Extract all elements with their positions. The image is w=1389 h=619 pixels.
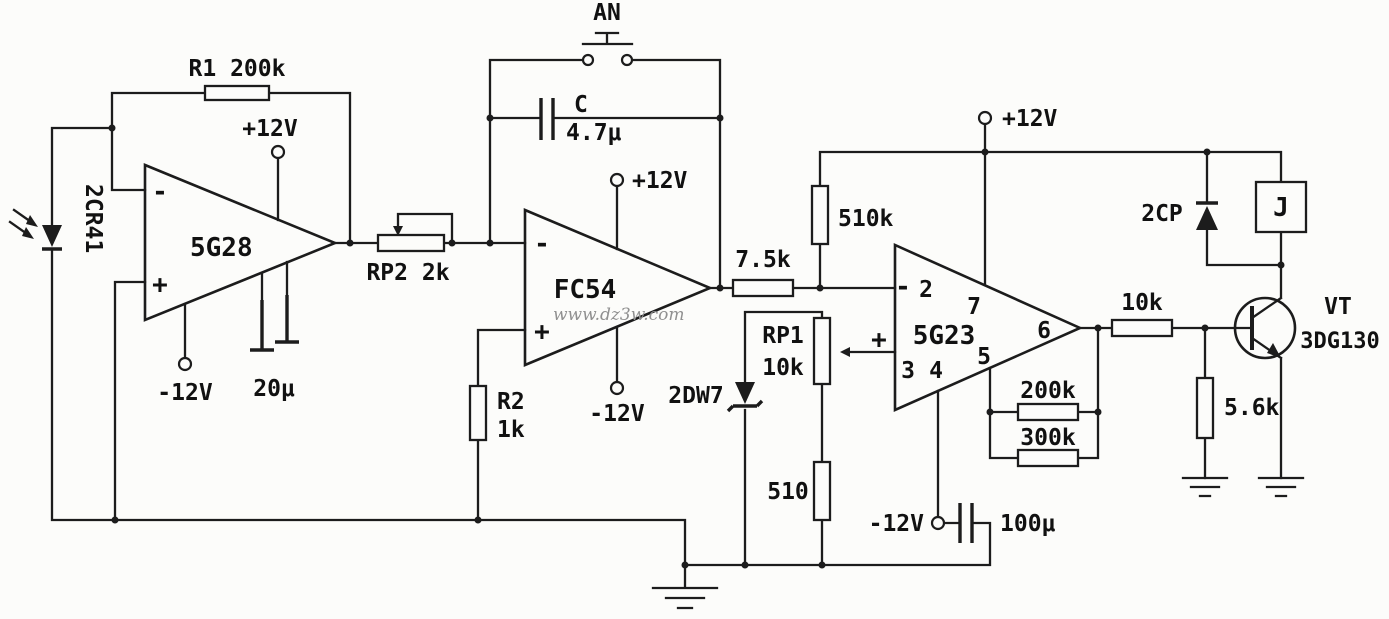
label-pin4: 4 bbox=[929, 358, 943, 384]
opamp-5g28-triangle bbox=[143, 163, 339, 322]
label-pin2: 2 bbox=[919, 277, 933, 303]
label-r300k: 300k bbox=[1020, 425, 1076, 451]
label-r200k: 200k bbox=[1020, 378, 1076, 404]
label-a1-minus: - bbox=[152, 177, 168, 207]
rp2-wiper-arrow bbox=[393, 226, 403, 236]
label-a2-minus: - bbox=[534, 229, 550, 259]
resistor-7k5 bbox=[731, 278, 795, 298]
terminal-plus12v-a1 bbox=[270, 144, 286, 160]
terminal-minus12v-a1 bbox=[177, 356, 193, 372]
rp1-wiper-arrow bbox=[840, 347, 850, 357]
label-an: AN bbox=[593, 0, 621, 26]
terminal-plus12v-a3 bbox=[977, 110, 993, 126]
label-r2-name: R2 bbox=[497, 389, 525, 415]
wire-network bbox=[50, 31, 1283, 588]
label-c20: 20μ bbox=[253, 376, 295, 402]
opamp-fc54-triangle bbox=[523, 208, 714, 367]
label-minus12v-a1: -12V bbox=[157, 380, 213, 406]
capacitor-100u bbox=[958, 503, 974, 543]
potentiometer-rp1 bbox=[812, 316, 832, 386]
label-opamp-5g28: 5G28 bbox=[190, 233, 253, 263]
label-c-val: 4.7μ bbox=[566, 120, 622, 146]
relay-box bbox=[1254, 180, 1308, 234]
label-a2-plus: + bbox=[534, 317, 550, 347]
ground-symbol-5k6 bbox=[1181, 476, 1229, 498]
label-plus12v-a1: +12V bbox=[242, 116, 298, 142]
label-pin6: 6 bbox=[1037, 318, 1051, 344]
label-c-name: C bbox=[574, 92, 588, 118]
label-zener: 2DW7 bbox=[668, 383, 723, 409]
label-vt-name: VT bbox=[1324, 294, 1352, 320]
resistor-510k bbox=[810, 184, 830, 246]
push-button-an bbox=[581, 53, 634, 67]
capacitor-c-4u7 bbox=[539, 98, 555, 140]
terminal-minus12v-a2 bbox=[609, 380, 625, 396]
resistor-510 bbox=[812, 460, 832, 522]
label-r75: 7.5k bbox=[735, 247, 791, 273]
label-opamp-fc54: FC54 bbox=[554, 275, 617, 305]
label-r56k: 5.6k bbox=[1224, 395, 1280, 421]
label-relay-j: J bbox=[1273, 193, 1289, 223]
junction-dots bbox=[108, 114, 1285, 569]
label-r2-val: 1k bbox=[497, 417, 525, 443]
ground-symbol-main bbox=[651, 586, 719, 610]
label-a3-minus: - bbox=[895, 272, 911, 302]
label-rp1-val: 10k bbox=[762, 355, 804, 381]
label-vt-val: 3DG130 bbox=[1300, 329, 1379, 354]
watermark-text: www.dz3w.com bbox=[553, 305, 685, 325]
capacitor-20u bbox=[250, 295, 299, 352]
resistor-r1 bbox=[203, 84, 271, 102]
label-minus12v-a2: -12V bbox=[589, 401, 645, 427]
label-r510k: 510k bbox=[838, 206, 894, 232]
label-photodiode: 2CR41 bbox=[80, 184, 106, 253]
light-arrows-icon bbox=[8, 208, 38, 239]
zener-2dw7-symbol bbox=[726, 382, 764, 413]
label-minus12v-a3: -12V bbox=[869, 511, 925, 537]
terminal-minus12v-a3 bbox=[930, 515, 946, 531]
label-r510: 510 bbox=[767, 479, 809, 505]
label-pin3: 3 bbox=[901, 358, 915, 384]
terminal-plus12v-a2 bbox=[609, 172, 625, 188]
ground-symbol-emitter bbox=[1257, 476, 1305, 498]
resistor-r2 bbox=[468, 384, 488, 442]
photodiode-2cr41-symbol bbox=[42, 225, 62, 251]
label-pin5: 5 bbox=[977, 344, 991, 370]
resistor-10k bbox=[1110, 318, 1174, 338]
label-r1: R1 200k bbox=[189, 56, 286, 82]
resistor-200k bbox=[1016, 402, 1080, 422]
label-c100: 100μ bbox=[1000, 511, 1056, 537]
potentiometer-rp2 bbox=[376, 233, 446, 253]
label-rp2: RP2 2k bbox=[366, 260, 449, 286]
opamp-5g23-triangle bbox=[893, 242, 1084, 412]
resistor-300k bbox=[1016, 448, 1080, 468]
label-2cp: 2CP bbox=[1141, 201, 1183, 227]
label-plus12v-a2: +12V bbox=[632, 168, 688, 194]
resistor-5k6 bbox=[1195, 376, 1215, 440]
transistor-3dg130-symbol bbox=[1233, 296, 1297, 360]
label-a3-plus: + bbox=[871, 325, 887, 355]
label-rp1-name: RP1 bbox=[762, 323, 804, 349]
label-plus12v-a3: +12V bbox=[1002, 106, 1058, 132]
label-a1-plus: + bbox=[152, 270, 168, 300]
label-r10k: 10k bbox=[1121, 290, 1163, 316]
diode-2cp-symbol bbox=[1196, 201, 1218, 230]
label-pin7: 7 bbox=[967, 294, 981, 320]
label-opamp-5g23: 5G23 bbox=[913, 321, 976, 351]
